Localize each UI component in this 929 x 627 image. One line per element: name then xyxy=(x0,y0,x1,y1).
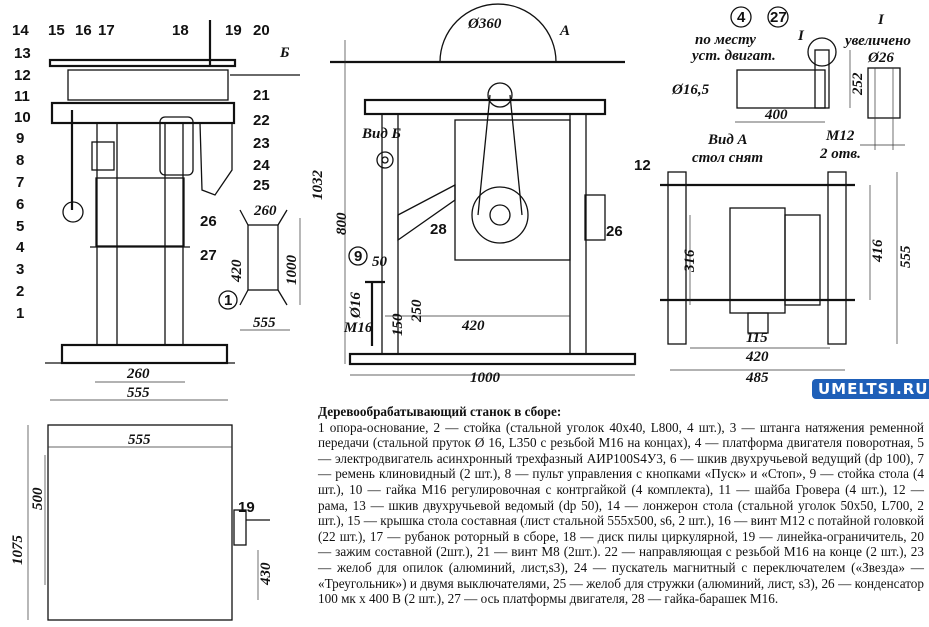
side-view xyxy=(330,3,637,376)
part-label: 10 xyxy=(14,109,31,126)
watermark-logo: UMELTSI.RU xyxy=(812,379,929,399)
view-title: Вид Б xyxy=(361,126,402,142)
dimension: 1032 xyxy=(310,170,326,201)
part-label: 25 xyxy=(253,177,270,194)
marker-circle xyxy=(767,6,789,28)
dimension: М12 xyxy=(825,128,855,144)
caption: Деревообрабатывающий станок в сборе: 1 о… xyxy=(318,404,924,607)
part-label: 16 xyxy=(75,22,92,39)
dimension: 316 xyxy=(682,249,698,273)
part-label: 19 xyxy=(225,22,242,39)
part-label: 8 xyxy=(16,152,24,169)
marker-circle xyxy=(218,290,238,310)
dimension: 400 xyxy=(764,107,788,123)
part-label: 21 xyxy=(253,87,270,104)
part-label: 12 xyxy=(14,67,31,84)
part-label: 17 xyxy=(98,22,115,39)
part-label: 2 xyxy=(16,283,24,300)
dimension: 1000 xyxy=(284,255,300,286)
dimension: 115 xyxy=(746,330,768,346)
part-label: 3 xyxy=(16,261,24,278)
part-label: 5 xyxy=(16,218,24,235)
dimension: М16 xyxy=(343,320,373,336)
dimension: 1000 xyxy=(470,370,501,386)
front-view xyxy=(45,20,300,401)
dimension: 260 xyxy=(126,366,150,382)
part-label: 26 xyxy=(200,213,217,230)
marker-label: 1 xyxy=(224,292,232,309)
dimension: 555 xyxy=(128,432,151,448)
part-label: 19 xyxy=(238,499,255,516)
part-label: 11 xyxy=(14,88,30,105)
dimension: 420 xyxy=(229,259,245,283)
part-label: 14 xyxy=(12,22,29,39)
dimension: 250 xyxy=(409,299,425,323)
note: по месту xyxy=(695,32,756,48)
detail-subtitle: увеличено xyxy=(843,33,911,49)
note: уст. двигат. xyxy=(690,48,776,64)
table-top-view xyxy=(27,424,270,621)
view-title: Вид А xyxy=(707,132,748,148)
dimension: 416 xyxy=(870,239,886,263)
part-label: 4 xyxy=(16,239,25,256)
part-label: 27 xyxy=(200,247,217,264)
dimension: 500 xyxy=(30,487,46,510)
view-subtitle: стол снят xyxy=(692,150,763,166)
dimension: 1075 xyxy=(10,535,26,566)
base-plan-view xyxy=(239,209,301,331)
marker-label: 9 xyxy=(354,248,362,265)
marker-circle xyxy=(348,246,368,266)
dimension: 555 xyxy=(127,385,150,401)
dimension: 555 xyxy=(898,245,914,268)
part-label: 24 xyxy=(253,157,270,174)
part-label: 23 xyxy=(253,135,270,152)
dimension: 50 xyxy=(372,254,388,270)
dimension: Ø16,5 xyxy=(671,82,710,98)
part-label: 9 xyxy=(16,130,24,147)
dimension: Ø16 xyxy=(348,292,364,319)
dimension: 420 xyxy=(745,349,769,365)
caption-text: 1 опора-основание, 2 — стойка (стальной … xyxy=(318,419,924,607)
dimension: 485 xyxy=(745,370,769,386)
dimension: 2 отв. xyxy=(819,146,861,162)
part-label: 22 xyxy=(253,112,270,129)
part-label: 20 xyxy=(253,22,270,39)
dimension: 252 xyxy=(850,72,866,96)
part-label: 28 xyxy=(430,221,447,238)
detail-title: I xyxy=(877,12,885,28)
caption-title: Деревообрабатывающий станок в сборе: xyxy=(318,404,562,419)
marker-circle xyxy=(730,6,752,28)
part-label: 13 xyxy=(14,45,31,62)
part-label: 12 xyxy=(634,157,651,174)
part-label: 15 xyxy=(48,22,65,39)
marker-label: 4 xyxy=(737,9,746,26)
view-arrow-label: А xyxy=(559,23,570,39)
dimension: 420 xyxy=(461,318,485,334)
platform-detail xyxy=(735,37,905,150)
dimension: 555 xyxy=(253,315,276,331)
saw-diameter: Ø360 xyxy=(467,16,502,32)
dimension: 800 xyxy=(334,212,350,235)
part-label: 7 xyxy=(16,174,24,191)
part-label: 6 xyxy=(16,196,24,213)
dimension: 260 xyxy=(253,203,277,219)
part-label: 18 xyxy=(172,22,189,39)
dimension: 150 xyxy=(390,313,406,336)
dimension: Ø26 xyxy=(867,50,894,66)
view-arrow-label: Б xyxy=(279,45,290,61)
part-label: 26 xyxy=(606,223,623,240)
view-a xyxy=(660,171,898,371)
part-label: 1 xyxy=(16,305,24,322)
marker-label: 27 xyxy=(770,9,787,26)
callout-label: I xyxy=(797,28,805,44)
dimension: 430 xyxy=(258,562,274,586)
